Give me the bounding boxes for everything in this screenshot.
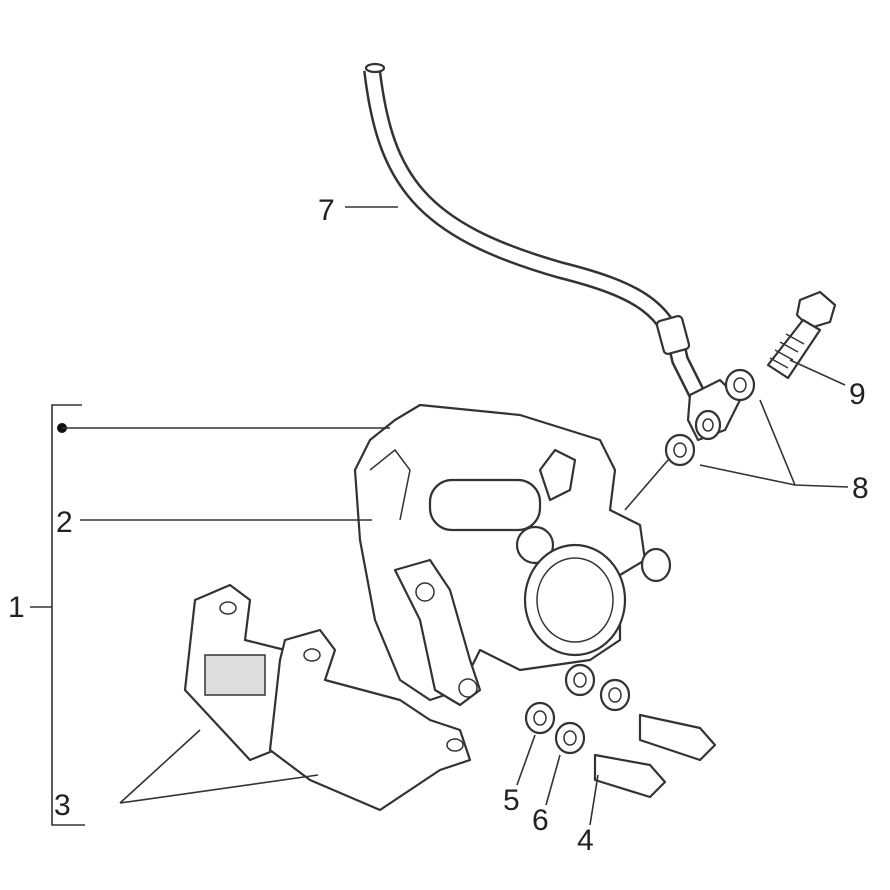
copper-washers [664, 368, 756, 467]
banjo-bolt [766, 290, 837, 380]
brake-caliper [353, 403, 672, 707]
brake-pads [183, 583, 472, 812]
callout-1: 1 [8, 591, 25, 624]
callout-7: 7 [318, 194, 335, 227]
callout-9: 9 [849, 378, 866, 411]
callout-5: 5 [503, 784, 520, 817]
caliper-washers-bolts [524, 663, 717, 799]
callout-3: 3 [54, 789, 71, 822]
brake-hose [363, 62, 742, 442]
leader-lines [30, 206, 849, 826]
callout-6: 6 [532, 804, 549, 837]
callout-8: 8 [852, 472, 869, 505]
callout-4: 4 [577, 824, 594, 857]
callout-2: 2 [56, 506, 73, 539]
